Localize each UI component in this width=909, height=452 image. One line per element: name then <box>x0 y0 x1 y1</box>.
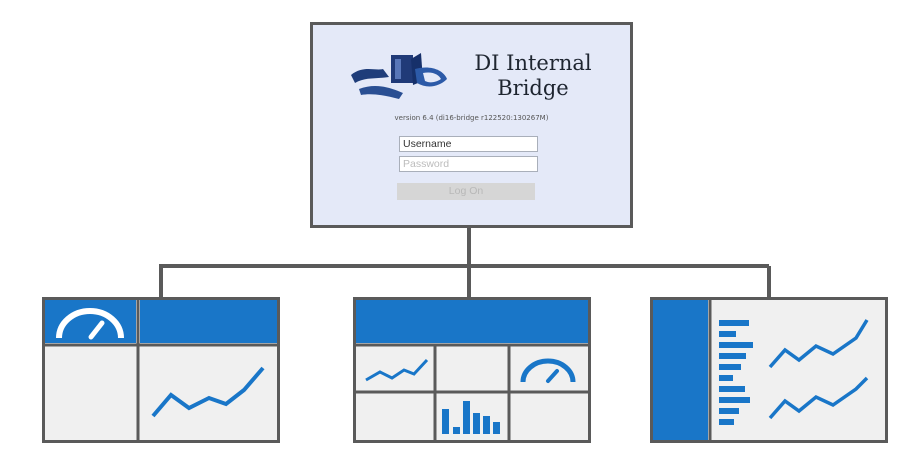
card-sidebar <box>653 300 708 440</box>
line-chart-icon <box>151 366 265 418</box>
gauge-icon <box>56 308 124 340</box>
login-panel: DI Internal Bridge version 6.4 (di16-bri… <box>310 22 633 228</box>
dashboard-card-list <box>650 297 888 443</box>
card-header-bar <box>140 300 277 343</box>
bar-chart-icon <box>442 401 500 434</box>
logon-button[interactable]: Log On <box>397 183 535 200</box>
version-label: version 6.4 (di16-bridge r122520:130267M… <box>394 114 549 122</box>
card-header-bar <box>356 300 588 343</box>
username-field[interactable] <box>399 136 538 152</box>
line-chart-icon <box>768 376 869 420</box>
horizontal-bar-chart-icon <box>719 320 753 425</box>
line-chart-icon <box>365 358 429 382</box>
dashboard-card-mixed <box>353 297 591 443</box>
bridge-logo-icon <box>351 53 447 99</box>
gauge-icon <box>520 358 576 383</box>
line-chart-icon <box>768 319 869 369</box>
password-field[interactable] <box>399 156 538 172</box>
app-title: DI Internal Bridge <box>474 51 592 100</box>
dashboard-card-gauge <box>42 297 280 443</box>
